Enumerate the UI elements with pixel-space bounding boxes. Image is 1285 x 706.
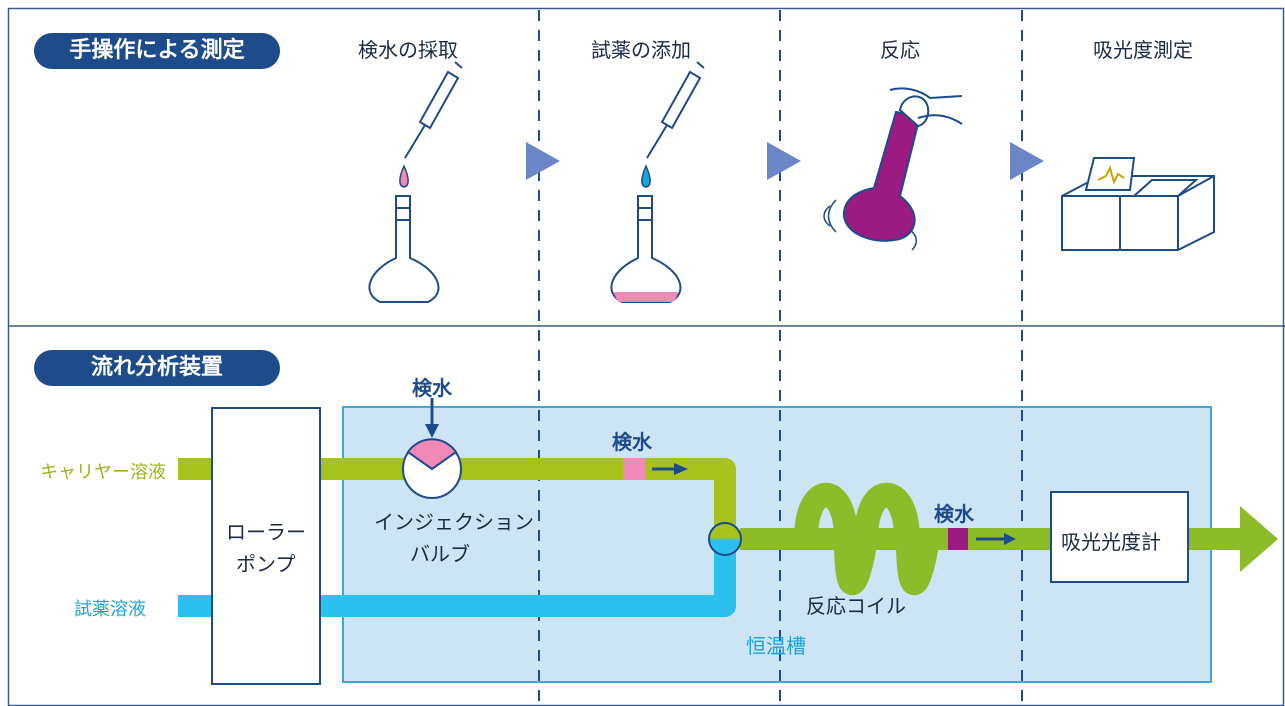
detector-box <box>1050 491 1189 583</box>
flask-sampling-icon <box>368 195 440 303</box>
spectrophotometer-label: 吸光光度計 <box>1061 530 1161 554</box>
outlet-arrow-icon <box>1240 506 1278 572</box>
sample-plug <box>948 528 968 550</box>
flow-analyzer-badge: 流れ分析装置 <box>34 350 280 386</box>
reagent-solution-label: 試薬溶液 <box>74 599 146 620</box>
step-arrow-icon <box>1010 142 1044 180</box>
carrier-solution-label: キャリヤー溶液 <box>40 462 166 483</box>
pipette-icon <box>404 61 463 159</box>
reagent-drop-icon <box>641 164 651 188</box>
injection-valve-label-2: バルブ <box>410 542 470 566</box>
sample-drop-icon <box>399 164 409 188</box>
stage-dividers <box>538 10 1023 706</box>
confluence-point <box>708 522 742 556</box>
step-label-absorbance: 吸光度測定 <box>1093 38 1193 62</box>
outlet-tube <box>1188 528 1242 550</box>
flask-reagent-icon <box>610 195 682 303</box>
thermostat-bath-label: 恒温槽 <box>746 634 806 658</box>
roller-pump-label-2: ポンプ <box>236 552 296 576</box>
spectrophotometer-icon <box>1061 157 1215 251</box>
sample-plug-label: 検水 <box>612 430 652 454</box>
shaking-flask-icon <box>823 87 963 251</box>
sample-plug-label-2: 検水 <box>934 502 974 526</box>
roller-pump-box <box>211 407 321 685</box>
pipette-icon <box>646 61 705 159</box>
manual-measurement-badge: 手操作による測定 <box>34 33 280 69</box>
step-label-reagent: 試薬の添加 <box>591 38 691 62</box>
roller-pump-label-1: ローラー <box>226 520 306 544</box>
sample-in-arrow-icon <box>425 424 439 438</box>
valve-sample-loop <box>406 438 458 471</box>
reaction-coil-label: 反応コイル <box>806 594 906 618</box>
carrier-inlet-tube <box>178 458 212 480</box>
sample-plug <box>623 458 645 480</box>
flow-arrow-icon <box>1004 533 1016 545</box>
step-label-reaction: 反応 <box>880 38 920 62</box>
step-arrow-icon <box>526 142 560 180</box>
flow-arrow-icon <box>674 463 688 475</box>
reagent-inlet-tube <box>178 595 212 617</box>
step-label-sampling: 検水の採取 <box>358 38 458 62</box>
step-arrow-icon <box>767 142 801 180</box>
sample-in-label: 検水 <box>412 376 452 400</box>
reagent-tube <box>320 552 736 617</box>
injection-valve-label-1: インジェクション <box>374 510 534 534</box>
